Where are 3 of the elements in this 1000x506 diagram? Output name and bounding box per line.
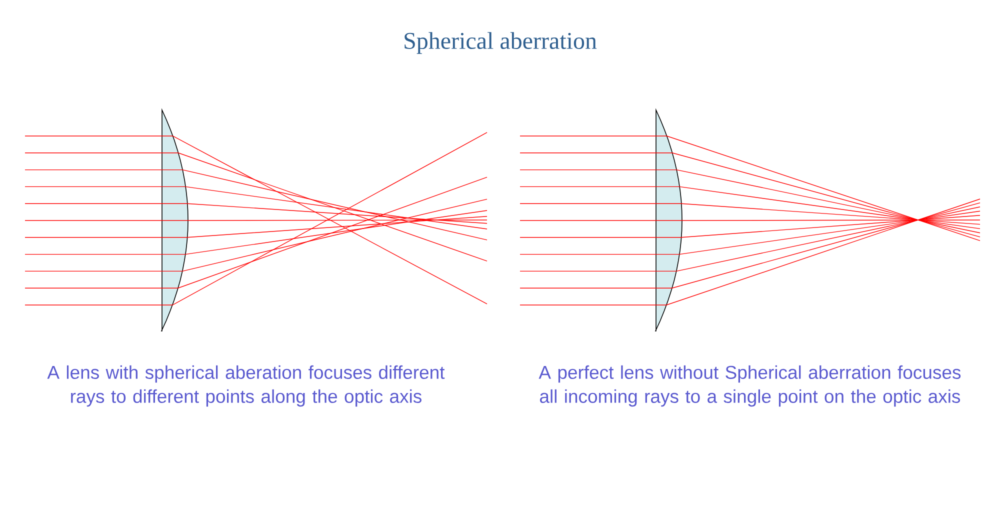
title: Spherical aberration: [404, 32, 597, 54]
caption: A lens with spherical aberation focuses different rays to different points along the optic axis: [47, 365, 445, 407]
caption: A perfect lens without Spherical aberration focuses all incoming rays to a single point on the optic axis: [538, 365, 961, 407]
